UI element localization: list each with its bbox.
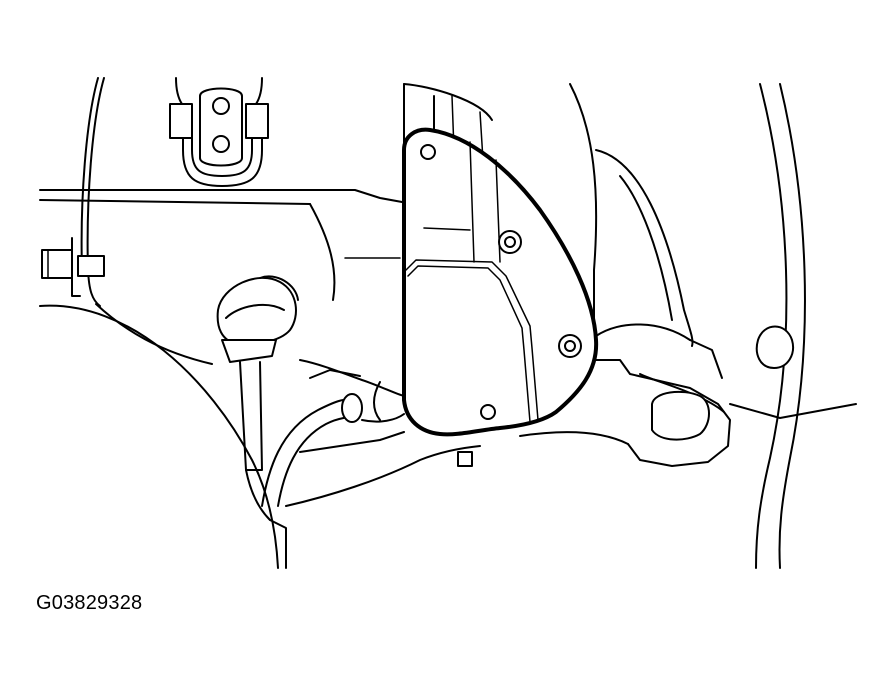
- bolt-top-left: [420, 144, 436, 160]
- harness-clip: [41, 237, 105, 297]
- bolt-bottom: [480, 404, 496, 420]
- wheel-arc: [39, 303, 287, 569]
- bolt-lower-right: [558, 334, 582, 358]
- mounting-bracket: [519, 323, 857, 467]
- upper-body-panel: [39, 189, 403, 301]
- sensor-plug: [216, 275, 299, 521]
- cover-bolts: [420, 144, 582, 420]
- fender-strut: [569, 83, 806, 569]
- left-harness-wire: [80, 77, 105, 307]
- bolt-upper-right: [498, 230, 522, 254]
- highlighted-cover-plate: [402, 127, 599, 437]
- two-pin-connector: [169, 77, 269, 187]
- hose: [261, 393, 363, 507]
- lower-crossmember: [285, 359, 481, 507]
- figure-id-label: G03829328: [36, 592, 143, 614]
